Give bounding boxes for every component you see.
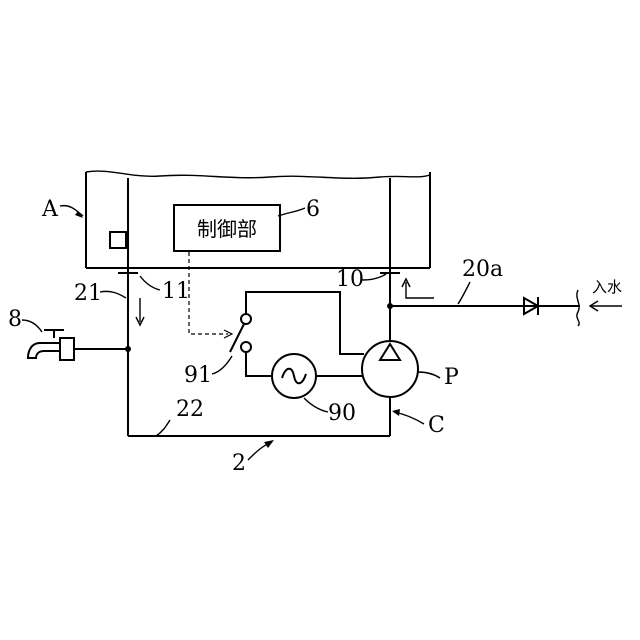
control-signal-line <box>189 252 228 334</box>
leader-21 <box>100 291 126 298</box>
controller-text: 制御部 <box>197 217 257 241</box>
flow-arrow-up <box>406 282 434 298</box>
leader-20a <box>458 282 470 304</box>
leader-8 <box>22 320 42 332</box>
leader-6 <box>278 208 305 216</box>
pump-icon <box>362 341 418 397</box>
label-6: 6 <box>306 197 320 222</box>
leader-22 <box>156 420 170 436</box>
switch-contact-top <box>241 314 251 324</box>
label-a: A <box>41 197 59 222</box>
label-10: 10 <box>336 267 364 292</box>
label-21: 21 <box>74 281 102 306</box>
label-8: 8 <box>8 307 22 332</box>
arrowhead-2 <box>264 440 274 448</box>
leader-p <box>418 372 440 378</box>
junction-20a <box>387 303 393 309</box>
sensor-box <box>110 232 126 248</box>
arrowhead-c <box>392 409 400 416</box>
leader-91 <box>212 356 232 374</box>
ac-wave <box>282 369 306 384</box>
label-p: P <box>444 365 459 390</box>
label-11: 11 <box>162 279 190 304</box>
label-90: 90 <box>328 401 356 426</box>
label-22: 22 <box>176 397 204 422</box>
pump-triangle <box>380 344 400 360</box>
switch-contact-bottom <box>241 342 251 352</box>
break-mark <box>577 290 579 326</box>
label-2: 2 <box>232 451 246 476</box>
label-water-inlet: 入水 <box>592 278 622 296</box>
label-91: 91 <box>184 363 212 388</box>
wire-switch-to-source <box>246 352 272 376</box>
leader-10 <box>362 274 386 280</box>
unit-a-housing <box>86 171 430 268</box>
faucet-icon <box>28 330 131 360</box>
wire-top <box>246 292 364 354</box>
leader-11 <box>140 276 160 290</box>
leader-90 <box>304 398 328 412</box>
label-20a: 20a <box>462 257 503 282</box>
label-c: C <box>428 413 445 438</box>
